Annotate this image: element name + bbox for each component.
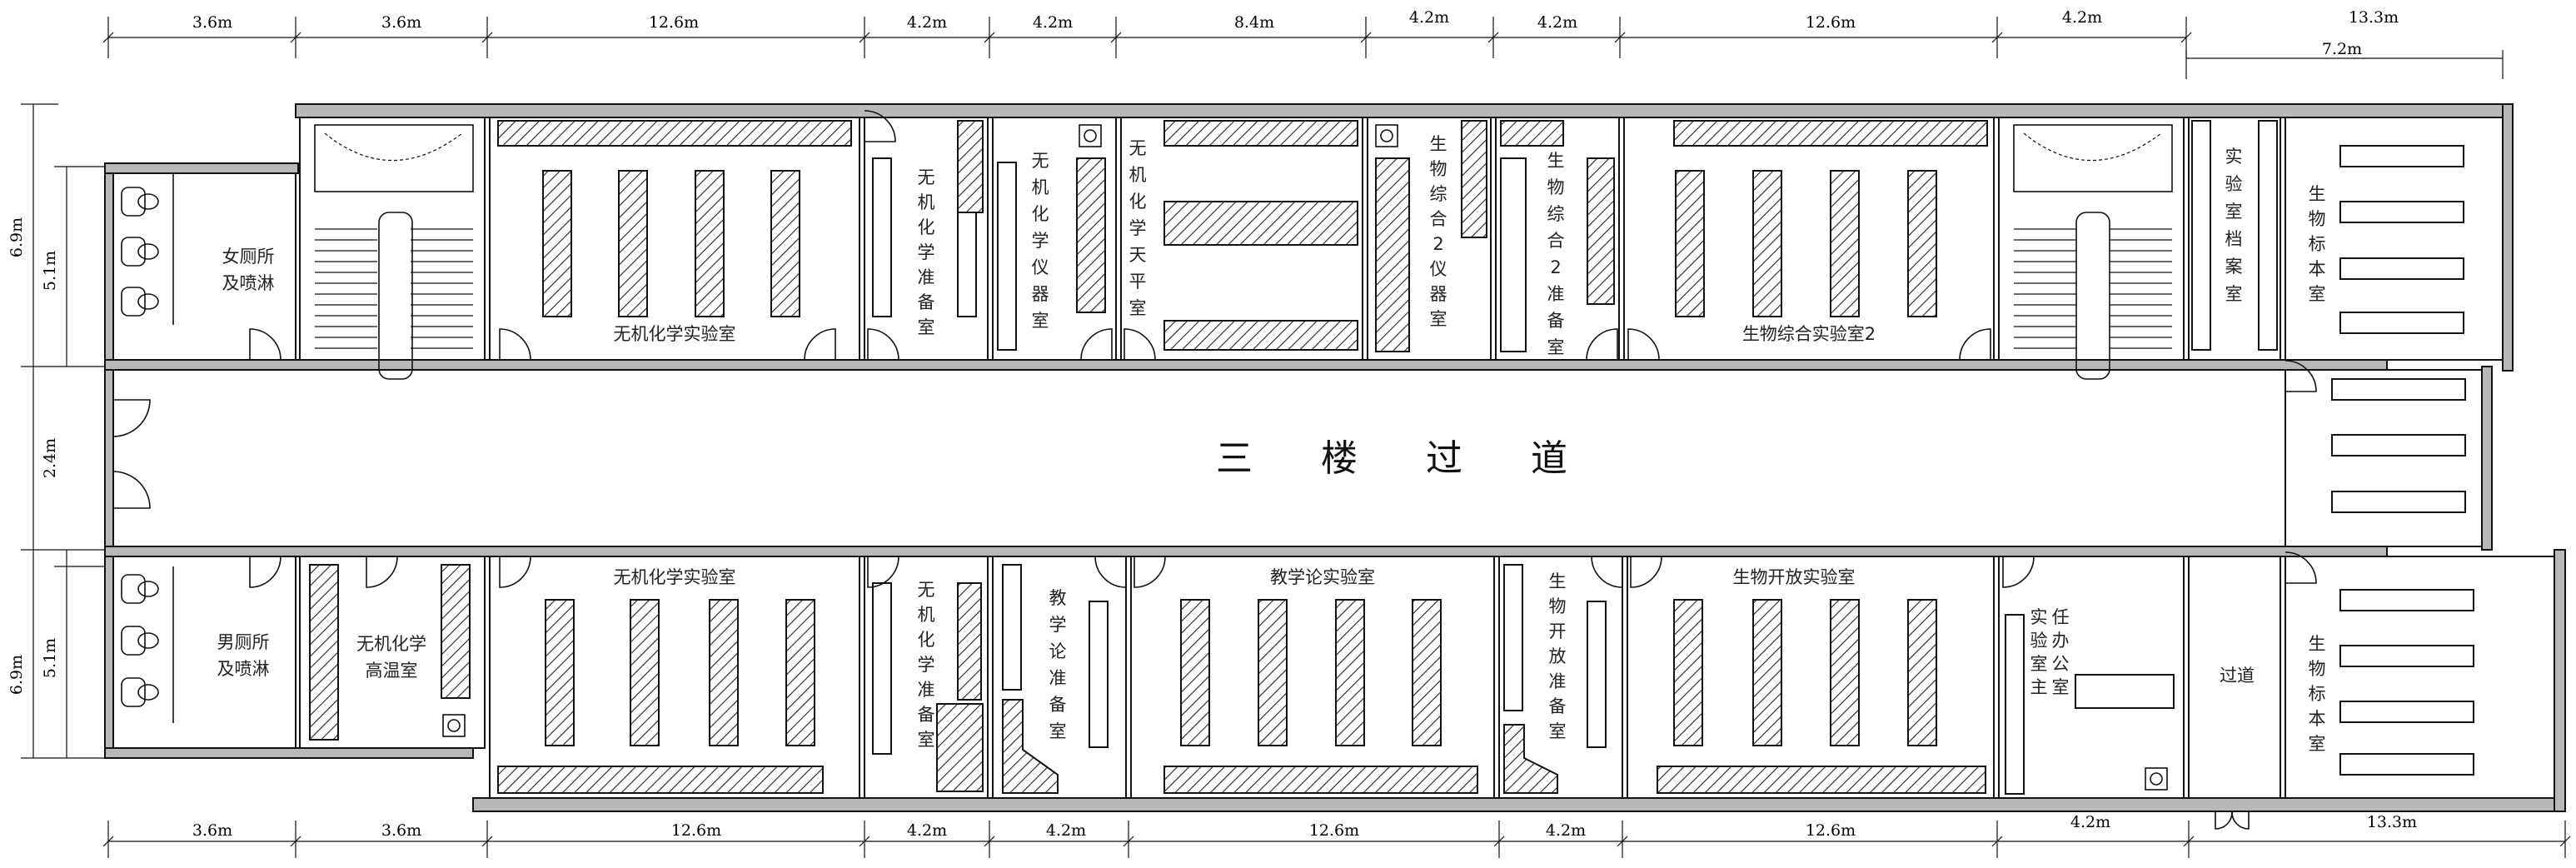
dim-bottom-2: 3.6m — [381, 821, 421, 840]
stairwell-right — [1998, 117, 2185, 361]
label-passage: 过道 — [2220, 666, 2255, 686]
top-dimension-labels: 3.6m 3.6m 12.6m 4.2m 4.2m 8.4m 4.2m 4.2m… — [192, 8, 2504, 79]
label-specimen-room-top: 生物标本室 — [2309, 184, 2326, 304]
bottom-rooms — [112, 556, 2555, 799]
label-inorganic-lab-bottom: 无机化学实验室 — [614, 567, 736, 587]
lab-benches — [309, 120, 2278, 795]
label-inorganic-instrument-room: 无机化学仪器室 — [1032, 151, 1049, 331]
dim-top-7: 4.2m — [1409, 8, 1449, 27]
dim-bottom-8: 12.6m — [1806, 821, 1856, 840]
label-inorganic-balance-room: 无机化学天平室 — [1129, 138, 1147, 318]
dim-bottom-9: 4.2m — [2070, 813, 2110, 831]
dim-top-2: 3.6m — [381, 13, 421, 32]
bottom-dimension-labels: 3.6m 3.6m 12.6m 4.2m 4.2m 12.6m 4.2m 12.… — [192, 813, 2417, 840]
label-archive-room: 实验室档案室 — [2225, 147, 2243, 304]
mens-restroom — [112, 556, 296, 749]
dim-bottom-5: 4.2m — [1046, 821, 1086, 840]
label-teaching-lab: 教学论实验室 — [1270, 567, 1375, 587]
stair-right — [2013, 124, 2173, 380]
top-dimension-line — [102, 17, 2192, 58]
dim-top-8: 4.2m — [1537, 13, 1577, 32]
dim-left-1: 6.9m — [7, 217, 26, 257]
label-specimen-room-bottom: 生物标本室 — [2309, 634, 2326, 754]
dim-bottom-1: 3.6m — [192, 821, 232, 840]
label-bio-lab-2: 生物综合实验室2 — [1742, 324, 1876, 344]
dim-bottom-7: 4.2m — [1546, 821, 1586, 840]
building-walls — [104, 103, 2566, 812]
corridor-label: 三 楼 过 道 — [1216, 437, 1596, 480]
label-bio-open-lab: 生物开放实验室 — [1733, 567, 1856, 587]
dim-top-11: 13.3m — [2349, 8, 2399, 27]
specimen-cabinets — [2331, 145, 2474, 776]
dim-top-10: 4.2m — [2062, 8, 2102, 27]
dim-left-2: 5.1m — [41, 251, 59, 291]
dim-top-1: 3.6m — [192, 13, 232, 32]
label-inorganic-lab-top: 无机化学实验室 — [614, 324, 736, 344]
label-director-office: 实验室主任办公室 — [2030, 607, 2070, 697]
dim-top-9: 12.6m — [1806, 13, 1856, 32]
dim-bottom-4: 4.2m — [907, 821, 947, 840]
label-teaching-prep-room: 教学论准备室 — [1049, 588, 1067, 741]
toilet-fixtures — [121, 124, 2168, 791]
dim-bottom-6: 12.6m — [1309, 821, 1359, 840]
doors — [112, 110, 2317, 830]
bottom-passage — [2188, 556, 2281, 799]
dim-left-5: 5.1m — [41, 638, 59, 678]
dim-top-6: 8.4m — [1234, 13, 1274, 32]
dim-bottom-10: 13.3m — [2367, 813, 2417, 831]
dim-top-5: 4.2m — [1033, 13, 1073, 32]
dim-top-4: 4.2m — [907, 13, 947, 32]
stair-left — [314, 124, 474, 380]
label-inorganic-prep-bottom: 无机化学准备室 — [918, 580, 935, 750]
label-bio-open-prep-room: 生物开放准备室 — [1549, 571, 1567, 741]
bottom-dimension-line — [102, 821, 2571, 858]
left-dimension-line: 6.9m 5.1m 2.4m 6.9m 5.1m — [7, 103, 108, 759]
label-high-temp-room: 无机化学高温室 — [356, 634, 426, 681]
dim-top-3: 12.6m — [649, 13, 699, 32]
dim-top-extra: 7.2m — [2322, 40, 2362, 58]
label-inorganic-prep-top: 无机化学准备室 — [918, 167, 935, 337]
womens-restroom — [112, 172, 296, 361]
dim-left-4: 6.9m — [7, 655, 26, 695]
label-womens-restroom: 女厕所及喷淋 — [222, 247, 275, 293]
label-mens-restroom: 男厕所及喷淋 — [217, 632, 270, 679]
dim-bottom-3: 12.6m — [671, 821, 721, 840]
dim-left-3: 2.4m — [41, 438, 59, 478]
stairwell-left — [299, 117, 486, 361]
